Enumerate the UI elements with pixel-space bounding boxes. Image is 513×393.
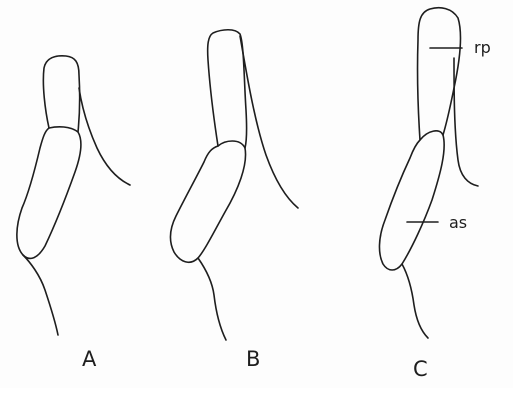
panel-b-base-line [198, 258, 226, 340]
as-label: as [449, 215, 467, 231]
panel-a-base-line [23, 255, 58, 335]
panel-c-side-process [454, 58, 478, 186]
panel-b-drawing [170, 30, 298, 340]
panel-b-lower-segment [170, 141, 245, 262]
panel-b-side-process [240, 36, 298, 208]
panel-a-side-process [79, 88, 130, 185]
panel-c-base-line [402, 264, 428, 338]
panel-a-drawing [17, 56, 130, 335]
panel-c-drawing [379, 8, 478, 338]
panel-label-b: B [246, 349, 260, 370]
panel-c-lower-segment [379, 131, 444, 270]
rp-label: rp [474, 40, 491, 56]
panel-label-c: C [413, 359, 428, 380]
panel-b-upper-segment [208, 30, 247, 148]
panel-a-upper-segment [43, 56, 79, 132]
panel-a-lower-segment [17, 127, 81, 259]
panel-label-a: A [82, 349, 96, 370]
